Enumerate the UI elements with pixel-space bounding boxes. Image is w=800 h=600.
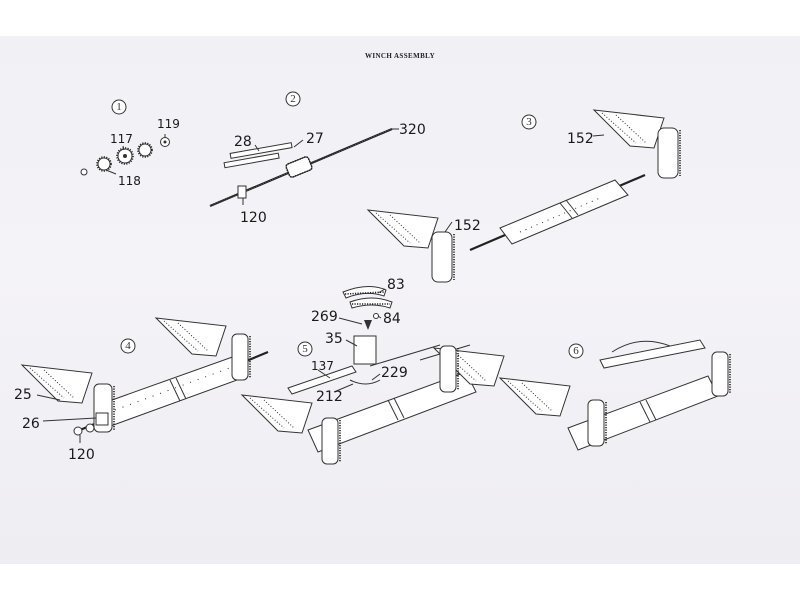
page-title: WINCH ASSEMBLY	[364, 52, 436, 60]
part-label-320: 320	[399, 122, 426, 138]
step-5-group: 5	[241, 277, 505, 465]
part-label-120-step4: 120	[68, 447, 95, 463]
ratchet-wheel-step6-right	[711, 351, 731, 397]
pawl-housing-part-35	[353, 335, 377, 365]
step-3-number: 3	[526, 116, 532, 128]
bushing-part-26	[95, 412, 109, 426]
part-label-152-upper: 152	[567, 131, 594, 147]
step-6-circle	[568, 343, 584, 359]
part-label-120-step2: 120	[240, 210, 267, 226]
step-2-circle	[285, 91, 301, 107]
part-label-35: 35	[325, 331, 343, 347]
bracket-part-212	[349, 379, 381, 385]
shaft-pin-part-27	[229, 142, 293, 159]
part-label-84: 84	[383, 311, 401, 327]
step-3-group: 3 152 152	[367, 109, 681, 283]
drum-body-step5	[307, 371, 477, 453]
step-1-number: 1	[116, 101, 122, 113]
step-1-circle	[111, 99, 127, 115]
ratchet-wheel-upper	[593, 109, 681, 179]
part-label-119: 119	[157, 117, 180, 131]
gear-part-117	[116, 147, 134, 165]
part-label-118: 118	[118, 174, 141, 188]
ratchet-wheel-step5-right	[433, 345, 505, 393]
ratchet-wheel-step5-left	[241, 394, 341, 465]
drum-body-step4	[97, 354, 249, 428]
part-label-229: 229	[381, 365, 408, 381]
step-1-group: 1 117 118 119	[80, 99, 180, 188]
bushing-part-120	[73, 423, 95, 436]
step-2-group: 2 320 27 28 120	[209, 91, 426, 226]
step-2-number: 2	[290, 93, 296, 105]
ratchet-wheel-lower	[367, 209, 455, 283]
step-4-group: 4 25 26 120	[14, 317, 269, 463]
part-label-83: 83	[387, 277, 405, 293]
step-3-circle	[521, 114, 537, 130]
bushing-part-120	[237, 185, 247, 199]
part-label-27: 27	[306, 131, 324, 147]
shaft-pin-part-28	[223, 152, 280, 169]
part-label-269: 269	[311, 309, 338, 325]
step-6-group: 6	[499, 339, 731, 451]
step-4-number: 4	[125, 340, 131, 352]
step-6-number: 6	[573, 345, 579, 357]
part-label-152-lower: 152	[454, 218, 481, 234]
part-label-117: 117	[110, 132, 133, 146]
ratchet-wheel-step6-left	[499, 377, 607, 447]
part-label-25: 25	[14, 387, 32, 403]
part-label-28: 28	[234, 134, 252, 150]
ratchet-wheel-step4-right	[155, 317, 251, 381]
part-label-212: 212	[316, 389, 343, 405]
gear-part-118	[80, 142, 153, 176]
instruction-sheet	[0, 36, 800, 564]
screw-part-269	[364, 320, 372, 330]
step-5-circle	[297, 341, 313, 357]
frame-step6	[599, 339, 706, 369]
worm-gear	[285, 156, 313, 178]
step-4-circle	[120, 338, 136, 354]
nut-part-119	[160, 137, 170, 147]
spring-part-84	[373, 313, 379, 319]
part-label-26: 26	[22, 416, 40, 432]
step-5-number: 5	[302, 343, 308, 355]
part-label-137: 137	[311, 359, 334, 373]
spool-tube	[499, 179, 629, 245]
